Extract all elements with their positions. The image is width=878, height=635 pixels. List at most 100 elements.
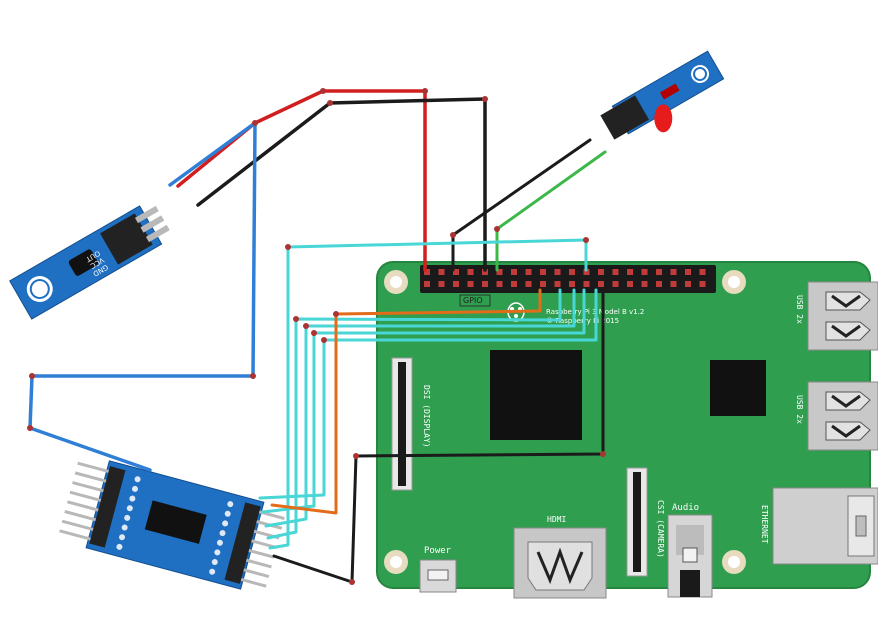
shifter-pin-left (72, 481, 104, 493)
shifter-pad (126, 505, 133, 512)
hdmi-port: HDMI (513, 515, 607, 599)
gpio-pin (438, 281, 445, 287)
shifter-pad (227, 501, 234, 508)
power-label: Power (424, 546, 452, 556)
shifter-pad (121, 524, 128, 531)
wire-red-vcc (176, 89, 427, 272)
gpio-pin (583, 269, 590, 275)
wire-joints (27, 88, 606, 585)
gpio-pin (438, 269, 445, 275)
shifter-pad (216, 539, 223, 546)
gpio-pin (424, 269, 430, 275)
gpio-pin (685, 281, 691, 287)
gpio-pin (569, 269, 575, 275)
gpio-header: GPIO (420, 265, 716, 307)
soc-chip (490, 350, 582, 440)
gpio-pin (482, 281, 488, 287)
shifter-pad (134, 476, 141, 483)
audio-label: Audio (672, 503, 699, 513)
gpio-pin (424, 281, 430, 287)
power-port: Power (419, 546, 457, 593)
shifter-pad (131, 485, 138, 492)
gpio-pin (685, 269, 691, 275)
hdmi-label: HDMI (547, 515, 566, 524)
shifter-pad (209, 568, 216, 575)
shifter-pin-left (74, 471, 107, 483)
shifter-pad (129, 495, 136, 502)
shifter-pin-right (240, 578, 267, 588)
raspberry-pi-board: GPIO Raspberry Pi 3 Model B v1.2 © Raspb… (376, 261, 878, 599)
ethernet-port: ETHERNET (760, 487, 878, 565)
shifter-pad (224, 510, 231, 517)
shifter-pin-right (248, 549, 275, 559)
gpio-pin (540, 269, 546, 275)
gpio-pin (699, 281, 706, 287)
gpio-pin (467, 269, 474, 275)
gpio-pin (656, 269, 662, 275)
wire-green-led (495, 150, 607, 272)
ethernet-label: ETHERNET (760, 505, 769, 544)
gpio-pin (670, 281, 677, 287)
sensor-module-left: OUT VCC GND (9, 205, 170, 320)
gpio-pin (641, 281, 648, 287)
gpio-pin (641, 269, 648, 275)
led-module (600, 50, 725, 140)
sensor-component (68, 249, 99, 276)
gpio-pin (699, 269, 706, 275)
sensor-pin-header (100, 213, 153, 265)
wire-blue-out (28, 121, 257, 472)
gpio-pin (453, 269, 459, 275)
gpio-pin (569, 281, 575, 287)
shifter-pin-left (66, 500, 99, 512)
shifter-pin-right (243, 568, 270, 578)
led-icon (654, 83, 680, 133)
gpio-pin (554, 281, 561, 287)
shifter-pad (214, 549, 221, 556)
gpio-pin (612, 269, 619, 275)
usb-port-top: USB 2x (795, 281, 878, 351)
shifter-pin-right (245, 558, 272, 569)
gpio-label: GPIO (463, 296, 483, 305)
gpio-pin (598, 269, 604, 275)
shifter-pin-left (64, 510, 97, 522)
shifter-pad (124, 514, 131, 521)
wire-black-led (451, 138, 592, 272)
gpio-pin (627, 281, 633, 287)
gpio-pin (612, 281, 619, 287)
gpio-pin (496, 281, 503, 287)
shifter-pad (211, 559, 218, 566)
usb-port-bottom: USB 2x (795, 381, 878, 451)
driver-ic-chip (144, 500, 207, 544)
gpio-pin (467, 281, 474, 287)
shifter-pin-left (61, 519, 94, 531)
shifter-pad (119, 534, 126, 541)
gpio-pin (453, 281, 459, 287)
gpio-pin (511, 269, 517, 275)
gpio-pin (525, 281, 532, 287)
gpio-pin (583, 281, 590, 287)
csi-connector: CSI (CAMERA) (626, 467, 665, 577)
gpio-pin (540, 281, 546, 287)
gpio-pin (525, 269, 532, 275)
gpio-pin (511, 281, 517, 287)
shifter-pad (116, 543, 123, 550)
usb-top-label: USB 2x (795, 295, 804, 324)
audio-jack: Audio (667, 503, 713, 598)
gpio-pin (627, 269, 633, 275)
shifter-pad (222, 520, 229, 527)
dsi-label: DSI (DISPLAY) (422, 385, 431, 448)
shifter-pin-left (77, 461, 109, 473)
gpio-pin (482, 269, 488, 275)
wire-black-gnd (196, 97, 487, 272)
csi-label: CSI (CAMERA) (656, 500, 665, 558)
gpio-pin (656, 281, 662, 287)
gpio-pin (554, 269, 561, 275)
gpio-pin (598, 281, 604, 287)
shifter-pin-left (69, 490, 102, 502)
gpio-pin (670, 269, 677, 275)
usb-bottom-label: USB 2x (795, 395, 804, 424)
shifter-pin-left (59, 529, 91, 541)
led-pin-header (600, 95, 650, 140)
